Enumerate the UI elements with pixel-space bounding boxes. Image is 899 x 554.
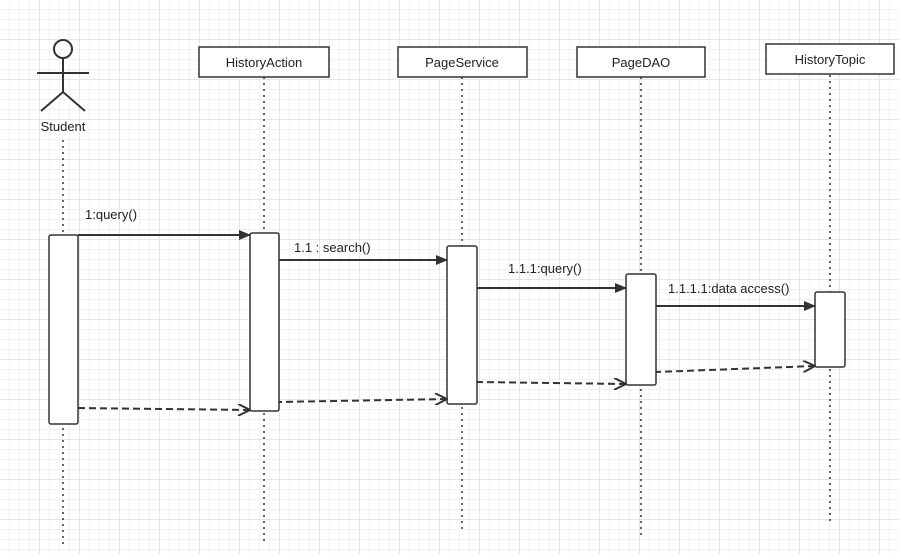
activation-page-dao[interactable]	[625, 273, 657, 386]
participant-page-service[interactable]: PageService	[397, 46, 528, 78]
return-page-service-to-history-action[interactable]	[278, 399, 447, 402]
activation-page-service[interactable]	[446, 245, 478, 405]
message-label: 1:query()	[85, 207, 137, 222]
participant-label: PageDAO	[612, 55, 671, 70]
activation-history-action[interactable]	[249, 232, 280, 412]
actor-label: Student	[41, 119, 86, 134]
message-1-1-1-1-data-access[interactable]: 1.1.1.1:data access()	[656, 281, 816, 311]
activation-history-topic[interactable]	[814, 291, 846, 368]
message-1-query[interactable]: 1:query()	[78, 207, 251, 240]
participant-history-topic[interactable]: HistoryTopic	[765, 43, 895, 75]
participant-label: HistoryTopic	[795, 52, 866, 67]
activation-student[interactable]	[48, 234, 79, 425]
participant-history-action[interactable]: HistoryAction	[198, 46, 330, 78]
message-1-1-search[interactable]: 1.1 : search()	[279, 240, 448, 265]
message-1-1-1-query[interactable]: 1.1.1:query()	[477, 261, 627, 293]
message-label: 1.1 : search()	[294, 240, 371, 255]
message-label: 1.1.1:query()	[508, 261, 582, 276]
return-history-topic-to-page-dao[interactable]	[655, 366, 815, 373]
participant-label: HistoryAction	[226, 55, 303, 70]
participant-page-dao[interactable]: PageDAO	[576, 46, 706, 78]
actor-student[interactable]: Student	[37, 39, 89, 134]
participant-label: PageService	[425, 55, 499, 70]
return-page-dao-to-page-service[interactable]	[476, 382, 626, 384]
actor-head-icon	[53, 39, 73, 59]
return-history-action-to-student[interactable]	[77, 408, 250, 410]
message-label: 1.1.1.1:data access()	[668, 281, 789, 296]
